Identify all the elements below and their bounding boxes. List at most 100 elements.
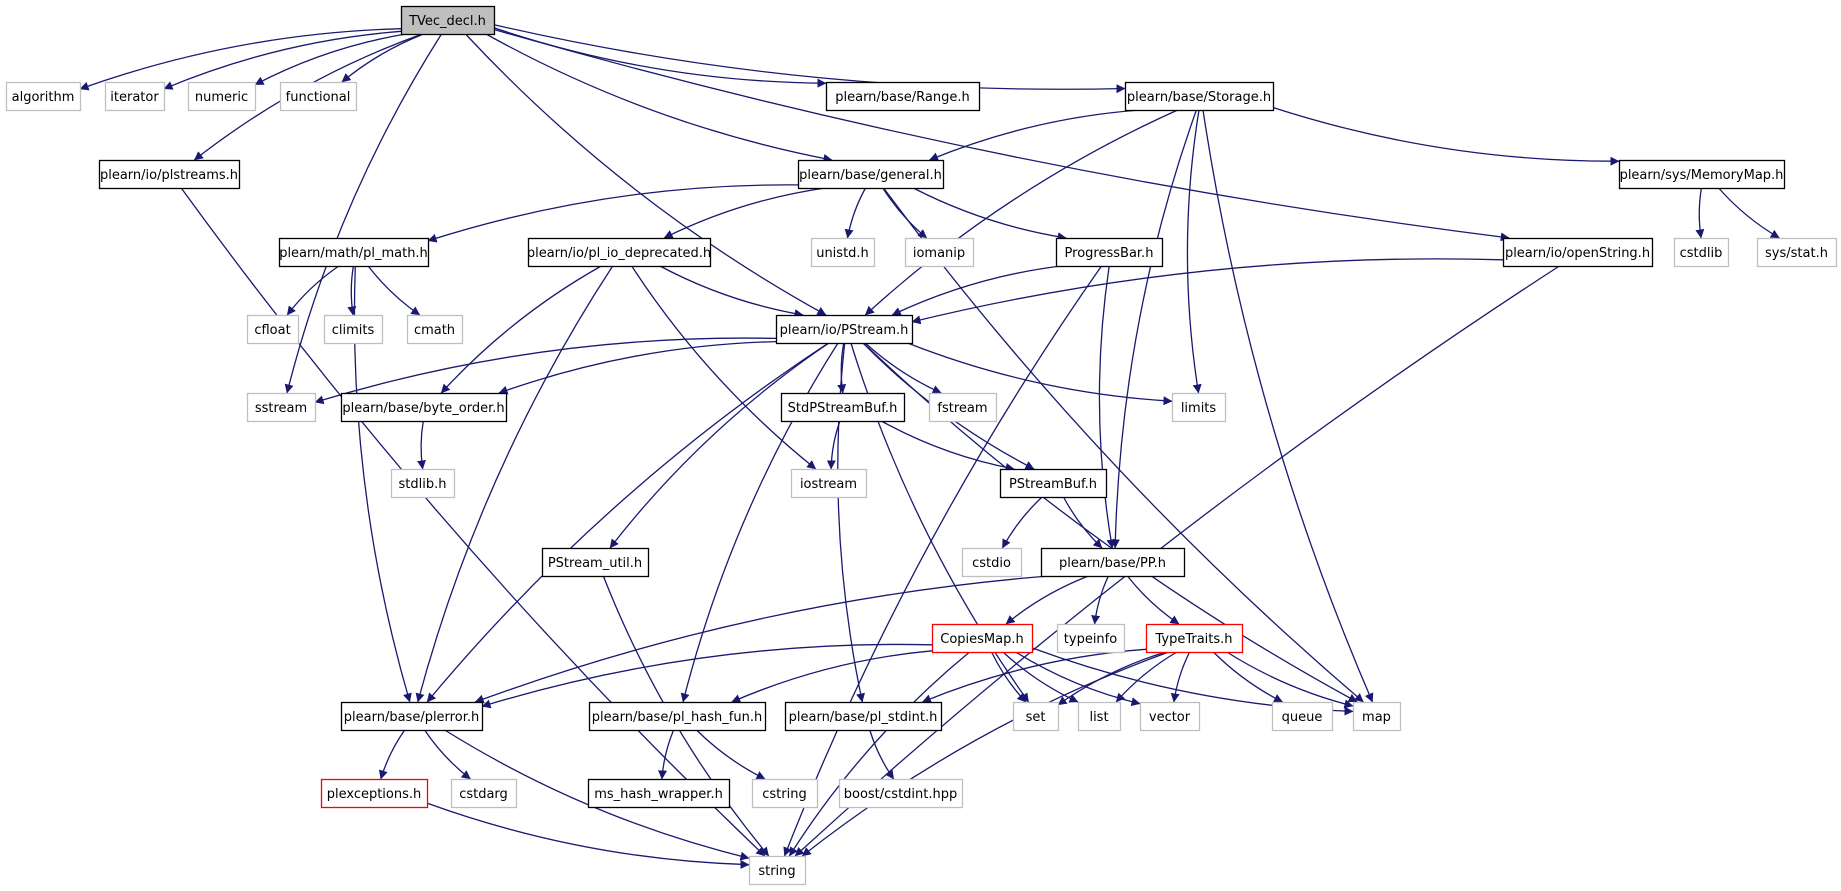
edge-plstdint-to-boostcstdint: [869, 729, 895, 780]
node-pstream[interactable]: plearn/io/PStream.h: [775, 314, 914, 345]
edge-typetraits-to-string: [801, 651, 1170, 857]
node-box: [104, 81, 166, 112]
node-box: [780, 392, 906, 423]
node-label: plexceptions.h: [327, 787, 422, 802]
node-typeinfo: typeinfo: [1056, 623, 1126, 654]
edge-pliodep-to-byteorder: [440, 265, 602, 394]
node-range[interactable]: plearn/base/Range.h: [825, 81, 981, 112]
edge-pstream-to-fstream: [864, 342, 942, 394]
edge-pp-to-typetraits: [1126, 575, 1180, 625]
node-pp[interactable]: plearn/base/PP.h: [1040, 547, 1186, 578]
node-box: [1012, 701, 1060, 732]
node-typetraits[interactable]: TypeTraits.h: [1145, 623, 1244, 654]
node-label: iterator: [110, 90, 159, 105]
node-label: plearn/io/pl_io_deprecated.h: [527, 246, 711, 261]
node-box: [1618, 159, 1786, 190]
node-label: unistd.h: [816, 246, 869, 261]
edge-general-to-progressbar: [913, 187, 1067, 242]
edge-stdpsbuf-to-iostream: [826, 420, 841, 470]
node-label: plearn/base/Storage.h: [1127, 90, 1271, 105]
node-box: [1056, 623, 1126, 654]
node-plstreams[interactable]: plearn/io/plstreams.h: [98, 159, 241, 190]
node-plexceptions[interactable]: plexceptions.h: [320, 778, 429, 809]
node-memorymap[interactable]: plearn/sys/MemoryMap.h: [1618, 159, 1786, 190]
node-box: [961, 547, 1023, 578]
edge-copiesmap-to-list: [1002, 651, 1079, 703]
node-copiesmap[interactable]: CopiesMap.h: [931, 623, 1034, 654]
node-box: [931, 623, 1034, 654]
edge-plmath-to-cmath: [367, 265, 421, 316]
node-label: PStreamBuf.h: [1009, 477, 1097, 492]
edge-pstream-to-limits: [907, 342, 1173, 406]
node-psbuf[interactable]: PStreamBuf.h: [999, 468, 1108, 499]
node-box: [527, 237, 712, 268]
node-boostcstdint: boost/cstdint.hpp: [838, 778, 964, 809]
node-label: limits: [1181, 401, 1217, 416]
edge-general-to-pliodep: [663, 187, 826, 239]
edge-pp-to-copiesmap: [1005, 575, 1089, 625]
edge-plexceptions-to-string: [426, 802, 750, 869]
node-plstdint[interactable]: plearn/base/pl_stdint.h: [784, 701, 943, 732]
edge-root-to-iterator: [163, 30, 402, 90]
node-label: sstream: [255, 401, 307, 416]
node-label: plearn/base/byte_order.h: [342, 401, 504, 416]
node-progressbar[interactable]: ProgressBar.h: [1055, 237, 1164, 268]
node-label: plearn/io/PStream.h: [780, 323, 909, 338]
edge-plmath-to-cfloat: [286, 265, 340, 316]
node-label: numeric: [195, 90, 248, 105]
node-root[interactable]: TVec_decl.h: [400, 5, 496, 36]
node-label: algorithm: [12, 90, 75, 105]
edge-pliodep-to-plerror: [415, 265, 614, 703]
node-plmath[interactable]: plearn/math/pl_math.h: [278, 237, 430, 268]
node-iostream: iostream: [790, 468, 868, 499]
node-pliodep[interactable]: plearn/io/pl_io_deprecated.h: [527, 237, 712, 268]
node-set: set: [1012, 701, 1060, 732]
node-plerror[interactable]: plearn/base/plerror.h: [340, 701, 484, 732]
edge-progressbar-to-string: [783, 265, 1103, 857]
node-box: [1139, 701, 1201, 732]
node-box: [784, 701, 943, 732]
node-label: TVec_decl.h: [408, 14, 486, 29]
node-label: list: [1089, 710, 1108, 725]
node-storage[interactable]: plearn/base/Storage.h: [1124, 81, 1275, 112]
node-box: [323, 314, 384, 345]
node-box: [587, 778, 731, 809]
node-label: functional: [286, 90, 351, 105]
node-plhashfun[interactable]: plearn/base/pl_hash_fun.h: [588, 701, 767, 732]
edge-plmath-to-climits: [347, 265, 357, 316]
edge-psbuf-to-pp: [1062, 496, 1103, 549]
node-box: [406, 314, 464, 345]
node-byteorder[interactable]: plearn/base/byte_order.h: [340, 392, 508, 423]
node-general[interactable]: plearn/base/general.h: [797, 159, 945, 190]
edge-root-to-algorithm: [79, 28, 402, 91]
edge-pstream-to-plstdint: [837, 342, 865, 703]
edge-root-to-numeric: [254, 33, 407, 86]
node-queue: queue: [1271, 701, 1334, 732]
edge-progressbar-to-pp: [1098, 265, 1116, 549]
edge-pp-to-plerror: [474, 575, 1049, 704]
node-label: plearn/io/openString.h: [1505, 246, 1650, 261]
node-stdpsbuf[interactable]: StdPStreamBuf.h: [780, 392, 906, 423]
node-mshash[interactable]: ms_hash_wrapper.h: [587, 778, 731, 809]
edge-byteorder-to-stdlibh: [417, 420, 426, 470]
edge-pliodep-to-pstream: [659, 265, 804, 318]
node-box: [450, 778, 518, 809]
node-box: [340, 701, 484, 732]
edge-typetraits-to-set: [1057, 651, 1166, 706]
edge-general-to-plmath: [427, 184, 799, 243]
node-psutil[interactable]: PStream_util.h: [541, 547, 650, 578]
node-stdlibh: stdlib.h: [390, 468, 456, 499]
node-box: [320, 778, 429, 809]
edge-plhashfun-to-mshash: [658, 729, 675, 780]
edge-pstream-to-stdpsbuf: [837, 342, 847, 394]
node-label: cstdio: [972, 556, 1011, 571]
node-box: [588, 701, 767, 732]
node-box: [748, 855, 807, 886]
edge-typetraits-to-plstdint: [921, 648, 1147, 703]
node-label: plearn/base/pl_hash_fun.h: [592, 710, 762, 725]
node-box: [279, 81, 358, 112]
edge-copiesmap-to-plhashfun: [731, 650, 933, 703]
node-openstring[interactable]: plearn/io/openString.h: [1502, 237, 1654, 268]
node-box: [187, 81, 257, 112]
edge-root-to-storage: [493, 24, 1126, 94]
